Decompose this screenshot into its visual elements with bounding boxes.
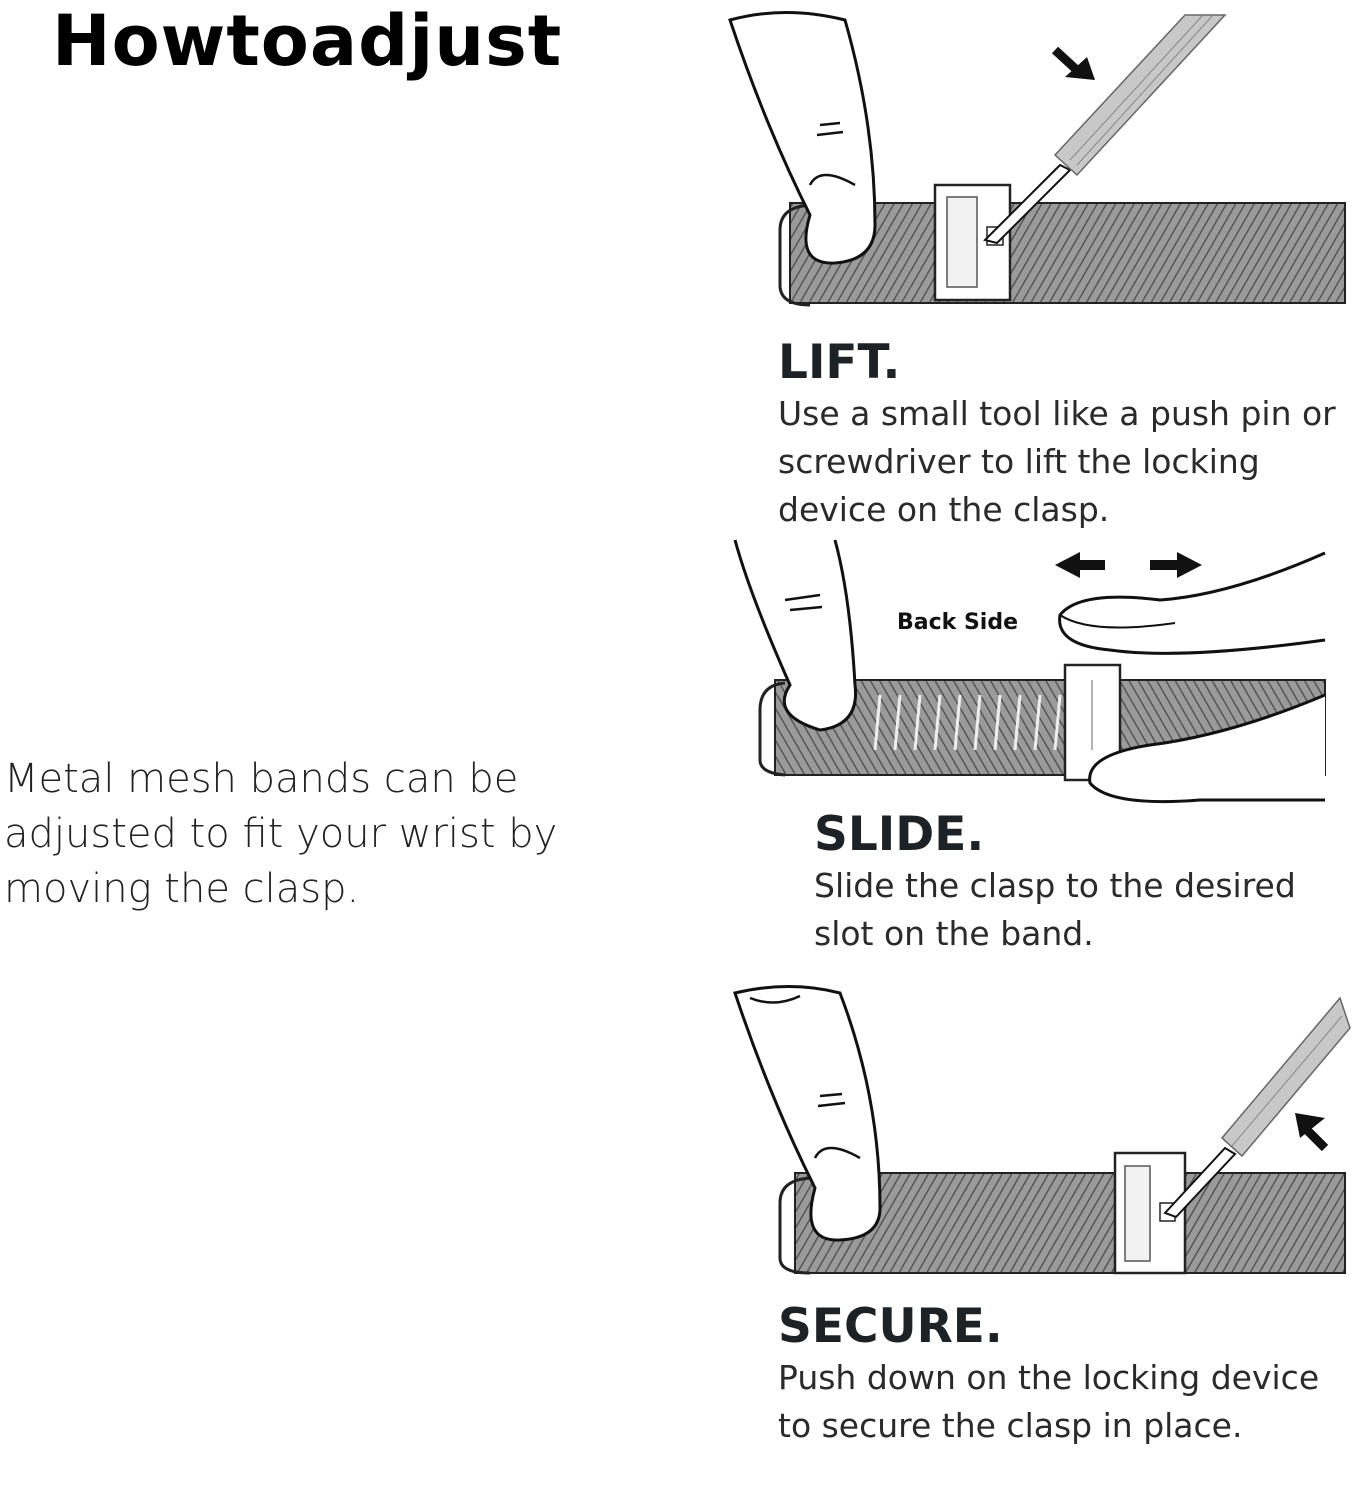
slide-illustration: Back Side (733, 539, 1326, 804)
finger (728, 11, 877, 265)
mesh-band (789, 202, 1346, 304)
screwdriver (983, 14, 1227, 245)
clasp (933, 183, 1012, 302)
band-slots (873, 694, 1062, 751)
secure-illustration (733, 985, 1351, 1275)
intro-text: Metal mesh bands can be adjusted to fit … (4, 756, 558, 912)
finger (733, 985, 882, 1242)
step-slide: SLIDE. Slide the clasp to the desired sl… (814, 808, 1354, 958)
step-description: Slide the clasp to the desired slot on t… (814, 866, 1296, 953)
step-title: SLIDE. (814, 807, 985, 862)
mesh-band (794, 1172, 1346, 1274)
band-end-loop (778, 1176, 816, 1275)
back-side-label: Back Side (897, 610, 1018, 635)
step-description: Push down on the locking device to secur… (778, 1358, 1320, 1445)
right-arrow-icon (1150, 552, 1202, 578)
down-right-arrow-icon (1051, 46, 1095, 80)
screwdriver (1163, 996, 1351, 1219)
band-end-loop (778, 203, 816, 307)
lift-illustration (728, 11, 1346, 307)
step-secure: SECURE. Push down on the locking device … (778, 1300, 1353, 1450)
step-description: Use a small tool like a push pin or scre… (778, 394, 1336, 529)
step-lift: LIFT. Use a small tool like a push pin o… (778, 336, 1353, 534)
up-left-arrow-icon (1295, 1113, 1329, 1152)
hand-right (1058, 551, 1326, 804)
step-title: SECURE. (778, 1299, 1003, 1354)
left-arrow-icon (1055, 552, 1105, 578)
finger (733, 539, 858, 732)
clasp (1113, 1151, 1187, 1275)
page-title: Howtoadjust (52, 0, 563, 82)
clasp (1063, 663, 1122, 782)
band-end-loop (758, 681, 786, 777)
step-title: LIFT. (778, 335, 901, 390)
